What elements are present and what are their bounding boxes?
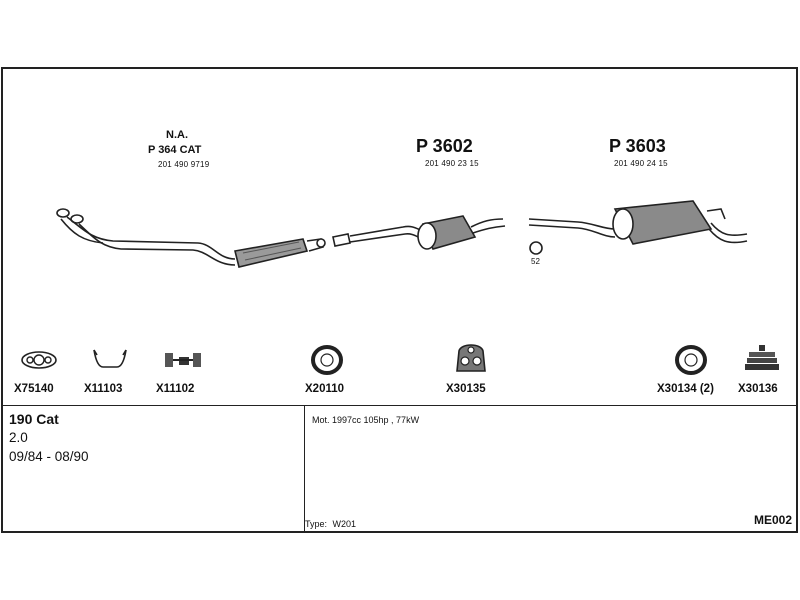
vehicle-type-label: Type: <box>305 519 328 529</box>
rear-silencer-section <box>528 200 748 245</box>
clamp-icon <box>529 241 543 255</box>
section-divider-vertical <box>304 405 305 531</box>
middle-section-part-number: P 3602 <box>416 136 473 156</box>
front-section-oem-number: 201 490 9719 <box>158 160 210 169</box>
vehicle-model: 190 Cat <box>9 411 59 427</box>
fitting-code-x30136: X30136 <box>738 383 778 395</box>
rear-section-part-number: P 3603 <box>609 136 666 156</box>
fitting-code-x30135: X30135 <box>446 383 486 395</box>
mount-stack-icon <box>745 345 779 370</box>
section-divider-horizontal <box>3 405 796 406</box>
front-section-label: N.A. <box>166 129 188 141</box>
fitting-code-x11103: X11103 <box>84 383 123 395</box>
middle-silencer-section <box>332 215 506 250</box>
ring-icon <box>675 345 707 375</box>
fitting-code-x11102: X11102 <box>156 383 195 395</box>
rear-section-oem-number: 201 490 24 15 <box>614 159 668 168</box>
engine-spec: Mot. 1997cc 105hp , 77kW <box>312 415 420 425</box>
gasket-icon <box>21 351 57 369</box>
vehicle-type: Type: W201 <box>305 519 356 529</box>
front-pipe-with-catalyst <box>56 208 326 268</box>
clamp-label: 52 <box>531 257 540 266</box>
vehicle-engine: 2.0 <box>9 430 28 445</box>
ring-icon <box>311 345 343 375</box>
bolt-set-icon <box>165 353 201 367</box>
diagram-reference: ME002 <box>753 513 792 527</box>
rubber-hanger-icon <box>456 344 486 372</box>
diagram-frame: N.A. P 364 CAT 201 490 9719 P 3602 201 4… <box>1 67 798 533</box>
vehicle-type-value: W201 <box>332 519 357 529</box>
vehicle-years: 09/84 - 08/90 <box>9 449 89 464</box>
front-section-part-number: P 364 CAT <box>148 144 202 156</box>
fitting-code-x30134: X30134 (2) <box>657 383 714 395</box>
spring-clip-icon <box>93 349 127 368</box>
fitting-code-x75140: X75140 <box>14 383 54 395</box>
fitting-code-x20110: X20110 <box>305 383 345 395</box>
middle-section-oem-number: 201 490 23 15 <box>425 159 479 168</box>
exhaust-assembly-drawing <box>56 200 748 268</box>
